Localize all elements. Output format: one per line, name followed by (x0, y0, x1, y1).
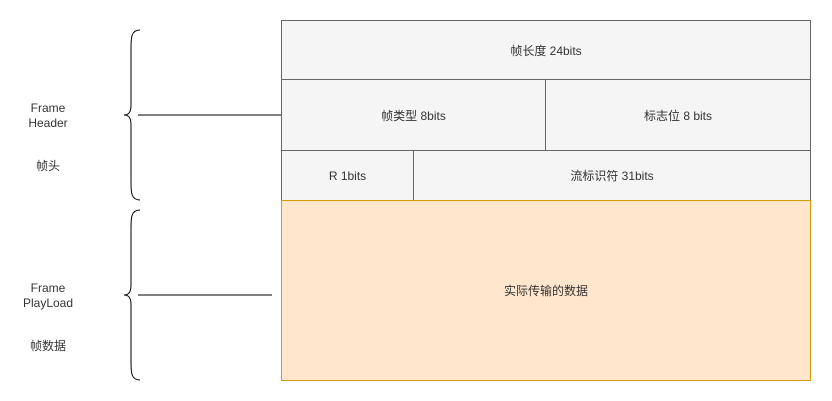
header-brace (123, 29, 141, 201)
field-reserved-bit: R 1bits (281, 150, 414, 201)
frame-payload-content-label: 实际传输的数据 (503, 284, 588, 298)
payload-brace (123, 209, 141, 381)
frame-payload-label-line2: PlayLoad (22, 296, 74, 310)
frame-payload-cn-label: 帧数据 (29, 339, 66, 353)
field-frame-type: 帧类型 8bits (281, 79, 546, 151)
frame-header-cn-label: 帧头 (35, 159, 60, 173)
frame-header-label-line1: Frame (30, 101, 66, 115)
frame-payload-label: Frame PlayLoad (18, 281, 78, 311)
frame-header-label-line2: Header (28, 116, 68, 130)
frame-payload-box: 实际传输的数据 (281, 200, 811, 381)
field-frame-length: 帧长度 24bits (281, 20, 811, 80)
field-frame-type-label: 帧类型 8bits (381, 108, 446, 123)
field-flags-label: 标志位 8 bits (643, 108, 713, 123)
field-reserved-bit-label: R 1bits (328, 168, 367, 183)
field-frame-length-label: 帧长度 24bits (510, 43, 582, 58)
frame-payload-label-line1: Frame (30, 281, 66, 295)
field-flags: 标志位 8 bits (545, 79, 811, 151)
frame-header-label: Frame Header (18, 101, 78, 131)
field-stream-identifier: 流标识符 31bits (413, 150, 811, 201)
field-stream-identifier-label: 流标识符 31bits (570, 169, 654, 183)
